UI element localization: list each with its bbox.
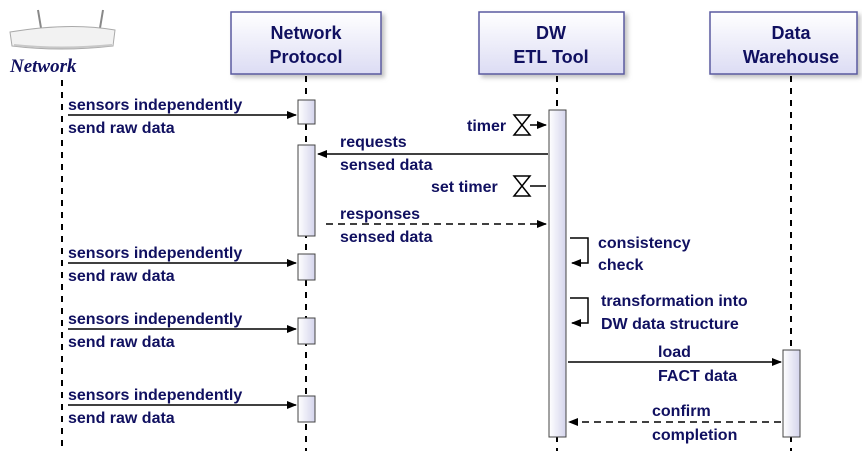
sensors-label-2a: sensors independently bbox=[68, 245, 242, 262]
timer-label: timer bbox=[467, 118, 506, 135]
sensors-label-3a: sensors independently bbox=[68, 311, 242, 328]
set-timer-label: set timer bbox=[431, 179, 498, 196]
router-icon bbox=[9, 9, 116, 50]
sensors-label-3b: send raw data bbox=[68, 334, 175, 351]
sensors-label-1a: sensors independently bbox=[68, 97, 242, 114]
transformation-self-arrow bbox=[570, 297, 589, 327]
etl-header bbox=[478, 11, 625, 75]
protocol-activation-5 bbox=[297, 395, 316, 423]
etl-header-line1: DW bbox=[536, 23, 566, 43]
confirm-label-line1: confirm bbox=[652, 403, 711, 420]
transformation-label-line2: DW data structure bbox=[601, 316, 739, 333]
transformation-label-line1: transformation into bbox=[601, 293, 748, 310]
protocol-activation-4 bbox=[297, 317, 316, 345]
sensors-label-4a: sensors independently bbox=[68, 387, 242, 404]
requests-label-line2: sensed data bbox=[340, 157, 433, 174]
requests-label-line1: requests bbox=[340, 134, 407, 151]
load-label-line2: FACT data bbox=[658, 368, 737, 385]
set-timer-hourglass-icon bbox=[512, 175, 532, 197]
consistency-self-arrow bbox=[570, 237, 589, 267]
protocol-activation-2 bbox=[297, 144, 316, 237]
sensors-label-2b: send raw data bbox=[68, 268, 175, 285]
load-label-line1: load bbox=[658, 344, 691, 361]
protocol-activation-3 bbox=[297, 253, 316, 281]
responses-label-line2: sensed data bbox=[340, 229, 433, 246]
consistency-label-line2: check bbox=[598, 257, 643, 274]
warehouse-header-line1: Data bbox=[771, 23, 811, 43]
responses-label-line1: responses bbox=[340, 206, 420, 223]
sensors-label-4b: send raw data bbox=[68, 410, 175, 427]
consistency-label-line1: consistency bbox=[598, 235, 691, 252]
sensors-label-1b: send raw data bbox=[68, 120, 175, 137]
timer-hourglass-icon bbox=[512, 114, 532, 136]
warehouse-header-line2: Warehouse bbox=[743, 47, 839, 67]
protocol-header-line1: Network bbox=[270, 23, 342, 43]
warehouse-header bbox=[709, 11, 858, 75]
warehouse-activation bbox=[782, 349, 801, 438]
protocol-header bbox=[230, 11, 382, 75]
network-actor-label: Network bbox=[9, 56, 77, 77]
etl-activation bbox=[548, 109, 567, 438]
protocol-header-line2: Protocol bbox=[269, 47, 342, 67]
confirm-label-line2: completion bbox=[652, 427, 737, 444]
protocol-activation-1 bbox=[297, 99, 316, 125]
etl-header-line2: ETL Tool bbox=[513, 47, 588, 67]
